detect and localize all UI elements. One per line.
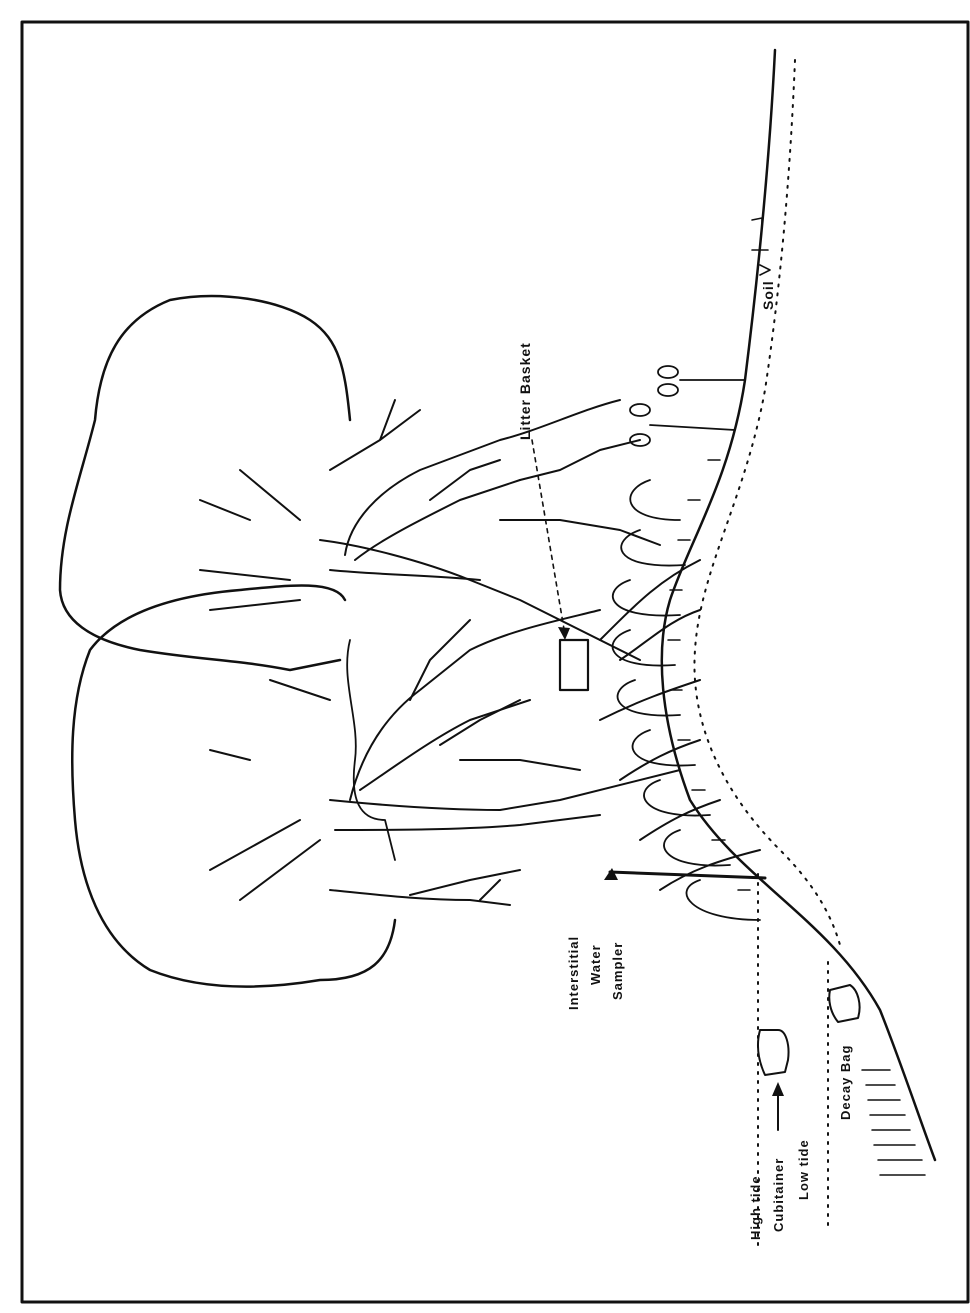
- label-cubitainer: Cubitainer: [771, 1158, 786, 1232]
- label-litter-basket: Litter Basket: [517, 342, 533, 440]
- label-water: Water: [588, 944, 603, 985]
- label-high-tide: High tide: [748, 1175, 763, 1240]
- label-sampler: Sampler: [610, 942, 625, 1000]
- label-interstitial: Interstitial: [566, 936, 581, 1010]
- ground-surface: [662, 50, 935, 1160]
- interstitial-sampler-arrow: [604, 868, 618, 880]
- canopy-upper: [60, 296, 350, 670]
- label-soil: Soil: [760, 280, 776, 310]
- high-tide-line-right: [694, 60, 840, 945]
- figure-border: [22, 22, 968, 1302]
- seedlings: [630, 366, 745, 446]
- litter-basket-box: [560, 640, 588, 690]
- cubitainer-arrowhead: [772, 1082, 784, 1096]
- litter-basket-arrowhead: [558, 627, 570, 640]
- label-low-tide: Low tide: [796, 1139, 811, 1200]
- decay-bag-shape: [829, 985, 859, 1022]
- sediment-hatching: [862, 1070, 925, 1175]
- label-decay-bag: Decay Bag: [838, 1045, 853, 1120]
- trunks-and-branches: [200, 400, 760, 905]
- canopy-inner-edge: [347, 640, 395, 860]
- interstitial-sampler-rod: [610, 872, 765, 878]
- prop-root-arches: [613, 480, 760, 920]
- cubitainer-shape: [758, 1030, 789, 1075]
